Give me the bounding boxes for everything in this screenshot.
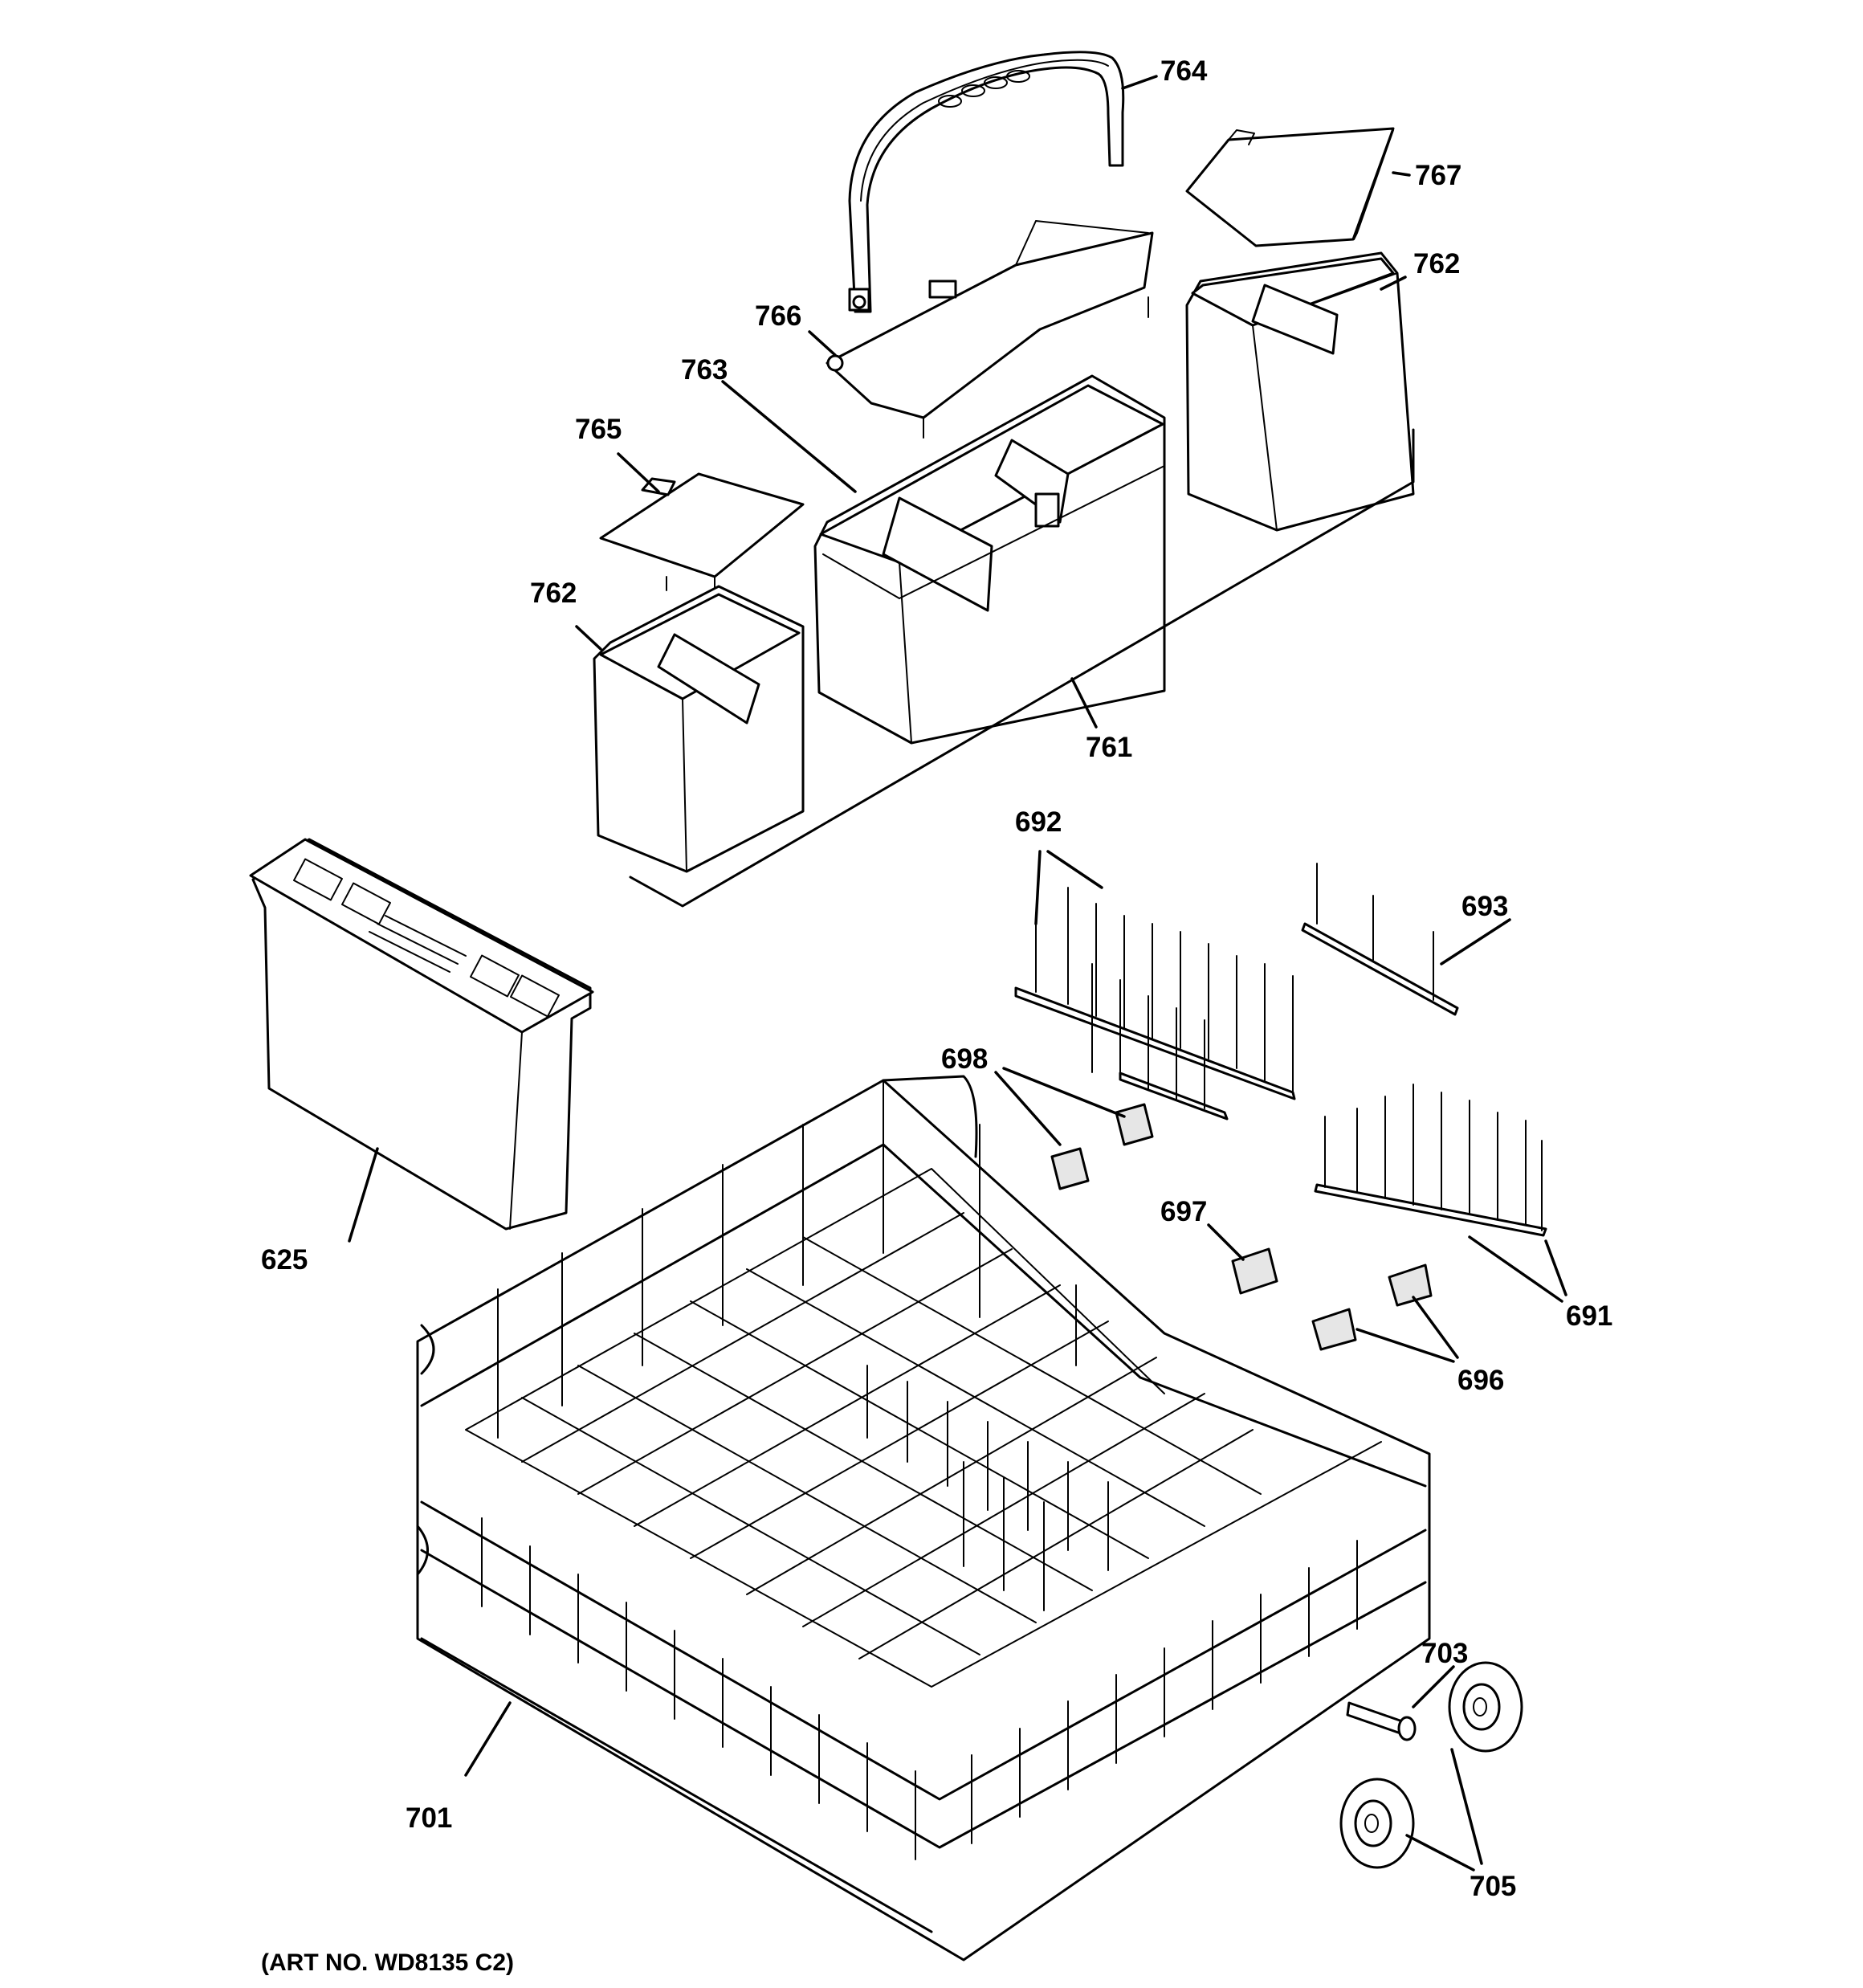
callout-763: 763: [681, 354, 728, 386]
callout-761: 761: [1086, 732, 1132, 763]
basket-lid-small-right: [1185, 127, 1395, 247]
tine-row-691: [1314, 1084, 1547, 1237]
callout-693: 693: [1461, 891, 1508, 922]
callout-692: 692: [1015, 806, 1062, 838]
callout-697: 697: [1160, 1196, 1207, 1227]
callout-762-right: 762: [1413, 248, 1460, 280]
clip-696: [1311, 1263, 1433, 1351]
art-number-caption: (ART NO. WD8135 C2): [261, 1949, 514, 1976]
callout-625: 625: [261, 1244, 308, 1276]
tine-row-693: [1301, 863, 1459, 1016]
silverware-basket-left: [593, 585, 805, 873]
basket-handle: [848, 51, 1125, 313]
callout-765: 765: [575, 414, 622, 445]
tine-row-692: [1014, 887, 1296, 1121]
callout-767: 767: [1415, 160, 1461, 191]
bracket-761: [629, 428, 1415, 908]
leader-lines: [348, 75, 1567, 1872]
basket-lid-small-left: [599, 472, 805, 591]
wheel-axle-703: [1346, 1701, 1417, 1741]
callout-762-left: 762: [530, 578, 577, 609]
callout-703: 703: [1421, 1638, 1468, 1669]
callout-696: 696: [1457, 1365, 1504, 1396]
silverware-basket-center: [813, 374, 1166, 745]
callout-701: 701: [406, 1802, 452, 1834]
callout-764: 764: [1160, 55, 1208, 87]
silverware-basket-right: [1185, 251, 1415, 532]
callout-705: 705: [1470, 1871, 1516, 1902]
callout-698: 698: [941, 1043, 988, 1075]
dishrack-701: [416, 1075, 1431, 1961]
clip-698: [1050, 1103, 1154, 1190]
callout-691: 691: [1566, 1300, 1612, 1332]
wheel-705: [1339, 1661, 1523, 1869]
basket-lid-long: [826, 220, 1154, 439]
silverware-basket-625: [249, 838, 594, 1231]
callout-766: 766: [755, 300, 801, 332]
